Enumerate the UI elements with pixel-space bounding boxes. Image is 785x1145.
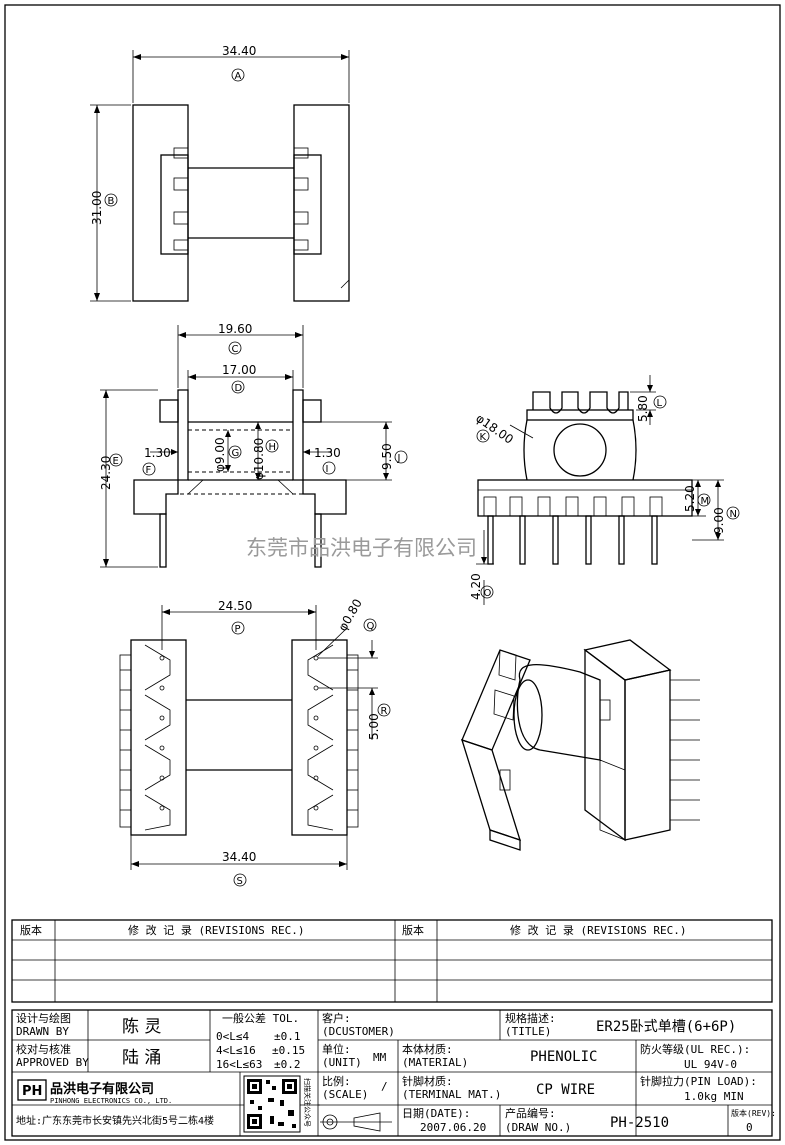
label-q: Q [367,621,375,632]
tol-row2-range: 4<L≤16 [216,1044,256,1057]
label-k: K [480,432,487,443]
dim-side-mid: 5.20 [683,485,697,512]
drawno-value: PH-2510 [610,1115,669,1131]
rev-header-ver-left: 版本 [20,923,42,937]
dim-pin-pitch: 5.00 [367,713,381,740]
drawn-by-label-en: DRAWN BY [16,1025,69,1038]
drawn-by-value: 陈 灵 [122,1017,161,1037]
dim-flange-left: 1.30 [144,446,171,460]
sheet-border [4,4,781,1141]
qr-side-text: 扫描关注公众号 [303,1078,312,1127]
title-label-cn: 规格描述: [505,1011,556,1025]
tol-row3-range: 16<L≤63 [216,1058,262,1071]
watermark: 东莞市品洪电子有限公司 [246,536,477,560]
fire-label: 防火等级(UL REC.): [640,1042,750,1056]
material-label-en: (MATERIAL) [402,1056,468,1069]
dim-front-width: 19.60 [218,322,252,336]
dim-top-width: 34.40 [222,44,256,58]
side-view [476,375,724,605]
title-block: PH [11,1009,773,1137]
label-f: F [146,465,152,476]
dim-core-dia: φ9.00 [213,437,227,472]
approved-value: 陆 涌 [122,1048,161,1068]
label-l: L [657,398,663,409]
unit-value: MM [373,1051,387,1064]
terminal-label-cn: 针脚材质: [402,1074,453,1088]
customer-label-cn: 客户: [322,1011,351,1025]
approved-label-cn: 校对与核准 [16,1042,71,1056]
rev-label: 版本(REV): [731,1108,776,1118]
tol-title: 一般公差 TOL. [222,1011,299,1025]
customer-label-en: (DCUSTOMER) [322,1025,395,1038]
revisions-table [11,919,773,1003]
label-c: C [232,344,239,355]
dim-front-inner: 17.00 [222,363,256,377]
approved-label-en: APPROVED BY [16,1056,89,1069]
rev-header-rec-left: 修 改 记 录 (REVISIONS REC.) [128,923,304,937]
drawn-by-label-cn: 设计与绘图 [16,1011,71,1025]
material-label-cn: 本体材质: [402,1042,453,1056]
tol-row1-range: 0<L≤4 [216,1030,249,1043]
dim-bottom-span: 24.50 [218,599,252,613]
rev-header-ver-right: 版本 [402,923,424,937]
terminal-value: CP WIRE [536,1082,595,1098]
label-o: O [484,588,492,599]
dim-bottom-width: 34.40 [222,850,256,864]
label-p: P [235,624,241,635]
pinload-value: 1.0kg MIN [684,1090,744,1103]
title-label-en: (TITLE) [505,1025,551,1038]
label-h: H [269,442,277,453]
label-i: I [326,464,329,475]
tol-row2-val: ±0.15 [272,1044,305,1057]
label-a: A [235,71,242,82]
label-g: G [232,448,240,459]
scale-label-en: (SCALE) [322,1088,368,1101]
front-view [100,325,392,568]
date-label: 日期(DATE): [402,1107,470,1120]
tol-row3-val: ±0.2 [274,1058,301,1071]
scale-value: / [381,1080,388,1093]
label-s: S [237,876,243,887]
title-value: ER25卧式单槽(6+6P) [596,1019,736,1035]
dim-pin-dia: φ0.80 [335,597,364,634]
date-value: 2007.06.20 [420,1121,486,1134]
dim-core-height: 9.50 [380,443,394,470]
material-value: PHENOLIC [530,1049,597,1065]
drawno-label-en: (DRAW NO.) [505,1121,571,1134]
label-b: B [108,196,115,207]
fire-value: UL 94V-0 [684,1058,737,1071]
dim-pin-length: 4.20 [469,573,483,600]
dim-core-outer: φ10.80 [252,438,266,480]
label-n: N [730,509,737,520]
company-en: PINHONG ELECTRONICS CO., LTD. [50,1097,172,1105]
dim-flange-right: 1.30 [314,446,341,460]
drawno-label-cn: 产品编号: [505,1106,556,1120]
company-logo-mark: PH [22,1084,42,1099]
rev-header-rec-right: 修 改 记 录 (REVISIONS REC.) [510,923,686,937]
unit-label-en: (UNIT) [322,1056,362,1069]
scale-label-cn: 比例: [322,1074,351,1088]
address: 地址:广东东莞市长安镇先兴北街5号二栋4楼 [16,1114,214,1127]
label-m: M [701,496,710,507]
label-r: R [381,706,388,717]
bottom-view [119,605,378,870]
label-e: E [113,456,119,467]
company-name: 品洪电子有限公司 [50,1081,154,1097]
label-d: D [235,383,243,394]
dim-side-top: 5.80 [636,395,650,422]
isometric-view [461,639,700,851]
top-view [90,50,350,302]
pinload-label: 针脚拉力(PIN LOAD): [640,1074,757,1088]
dim-front-height: 24.30 [99,456,113,490]
dim-side-bottom: 9.00 [712,507,726,534]
terminal-label-en: (TERMINAL MAT.) [402,1088,501,1101]
unit-label-cn: 单位: [322,1042,351,1056]
tol-row1-val: ±0.1 [274,1030,301,1043]
dim-top-height: 31.00 [90,191,104,225]
label-j: J [397,453,401,464]
rev-value: 0 [746,1121,753,1134]
